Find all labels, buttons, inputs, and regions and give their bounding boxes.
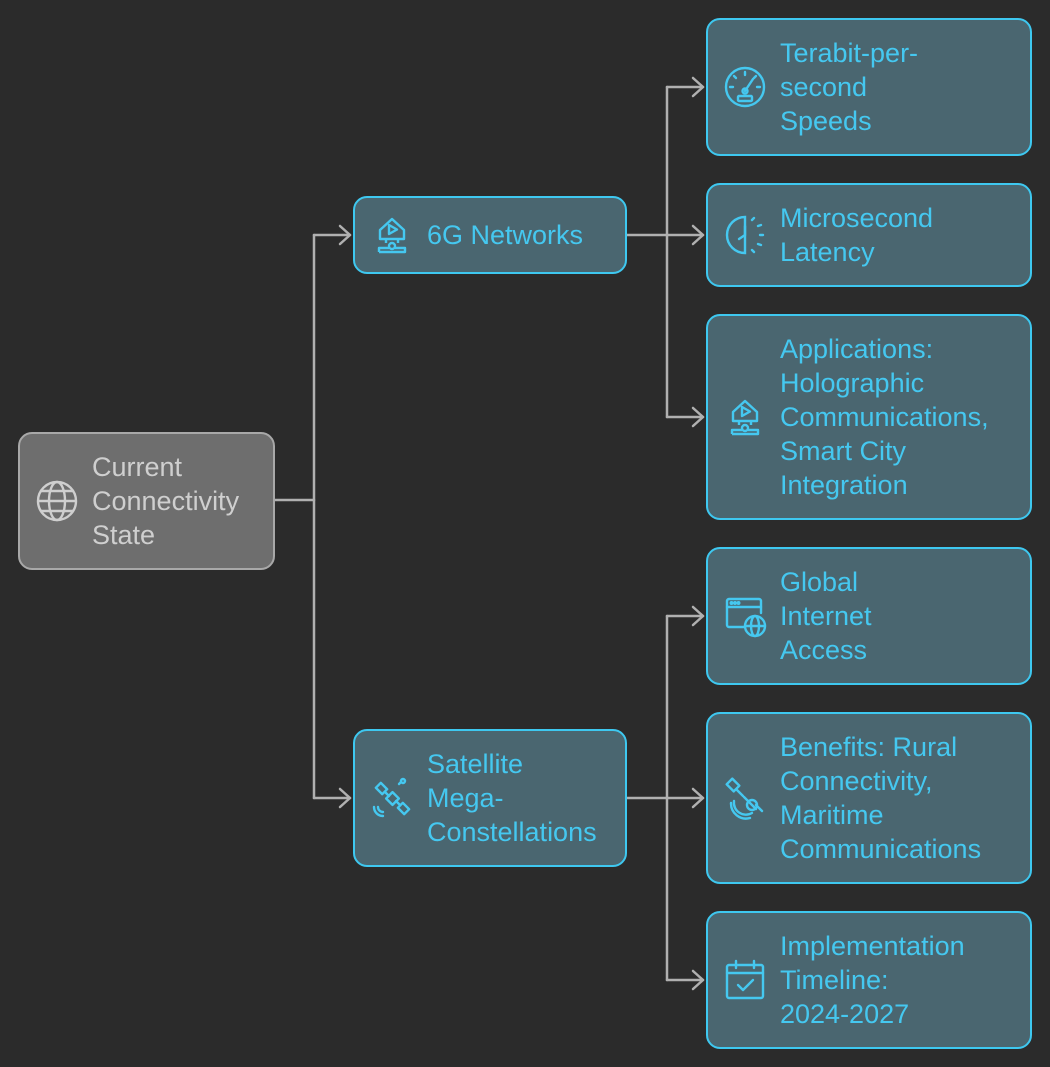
leaf-timeline-label: Implementation Timeline: 2024-2027 (780, 931, 965, 1029)
branch-satellite-label: Satellite Mega- Constellations (427, 749, 597, 847)
arrowhead-satellite (338, 787, 352, 809)
arrowhead-global (691, 605, 705, 627)
satellite-icon (369, 775, 415, 821)
root-node: Current Connectivity State (18, 432, 275, 570)
smart-home-icon (722, 394, 768, 440)
leaf-speeds-label: Terabit-per- second Speeds (780, 38, 919, 136)
leaf-latency-label: Microsecond Latency (780, 203, 934, 267)
leaf-implementation-timeline: Implementation Timeline: 2024-2027 (706, 911, 1032, 1049)
arrowhead-timeline (691, 969, 705, 991)
globe-icon (34, 478, 80, 524)
smart-home-icon (369, 212, 415, 258)
arrowhead-speeds (691, 76, 705, 98)
web-browser-globe-icon (722, 593, 768, 639)
leaf-microsecond-latency: Microsecond Latency (706, 183, 1032, 287)
arrowhead-benefits (691, 787, 705, 809)
leaf-global-label: Global Internet Access (780, 567, 872, 665)
leaf-benefits-label: Benefits: Rural Connectivity, Maritime C… (780, 732, 982, 864)
calendar-check-icon (722, 957, 768, 1003)
speedometer-icon (722, 64, 768, 110)
leaf-terabit-speeds: Terabit-per- second Speeds (706, 18, 1032, 156)
arrowhead-latency (691, 224, 705, 246)
branch-satellite: Satellite Mega- Constellations (353, 729, 627, 867)
arrowhead-6g (338, 224, 352, 246)
branch-6g-networks: 6G Networks (353, 196, 627, 274)
satellite-dish-icon (722, 775, 768, 821)
leaf-applications-label: Applications: Holographic Communications… (780, 334, 989, 500)
timer-icon (722, 212, 768, 258)
leaf-applications: Applications: Holographic Communications… (706, 314, 1032, 520)
leaf-benefits: Benefits: Rural Connectivity, Maritime C… (706, 712, 1032, 884)
branch-6g-label: 6G Networks (427, 220, 584, 250)
leaf-global-internet: Global Internet Access (706, 547, 1032, 685)
arrowhead-applications (691, 406, 705, 428)
root-label: Current Connectivity State (92, 452, 240, 550)
